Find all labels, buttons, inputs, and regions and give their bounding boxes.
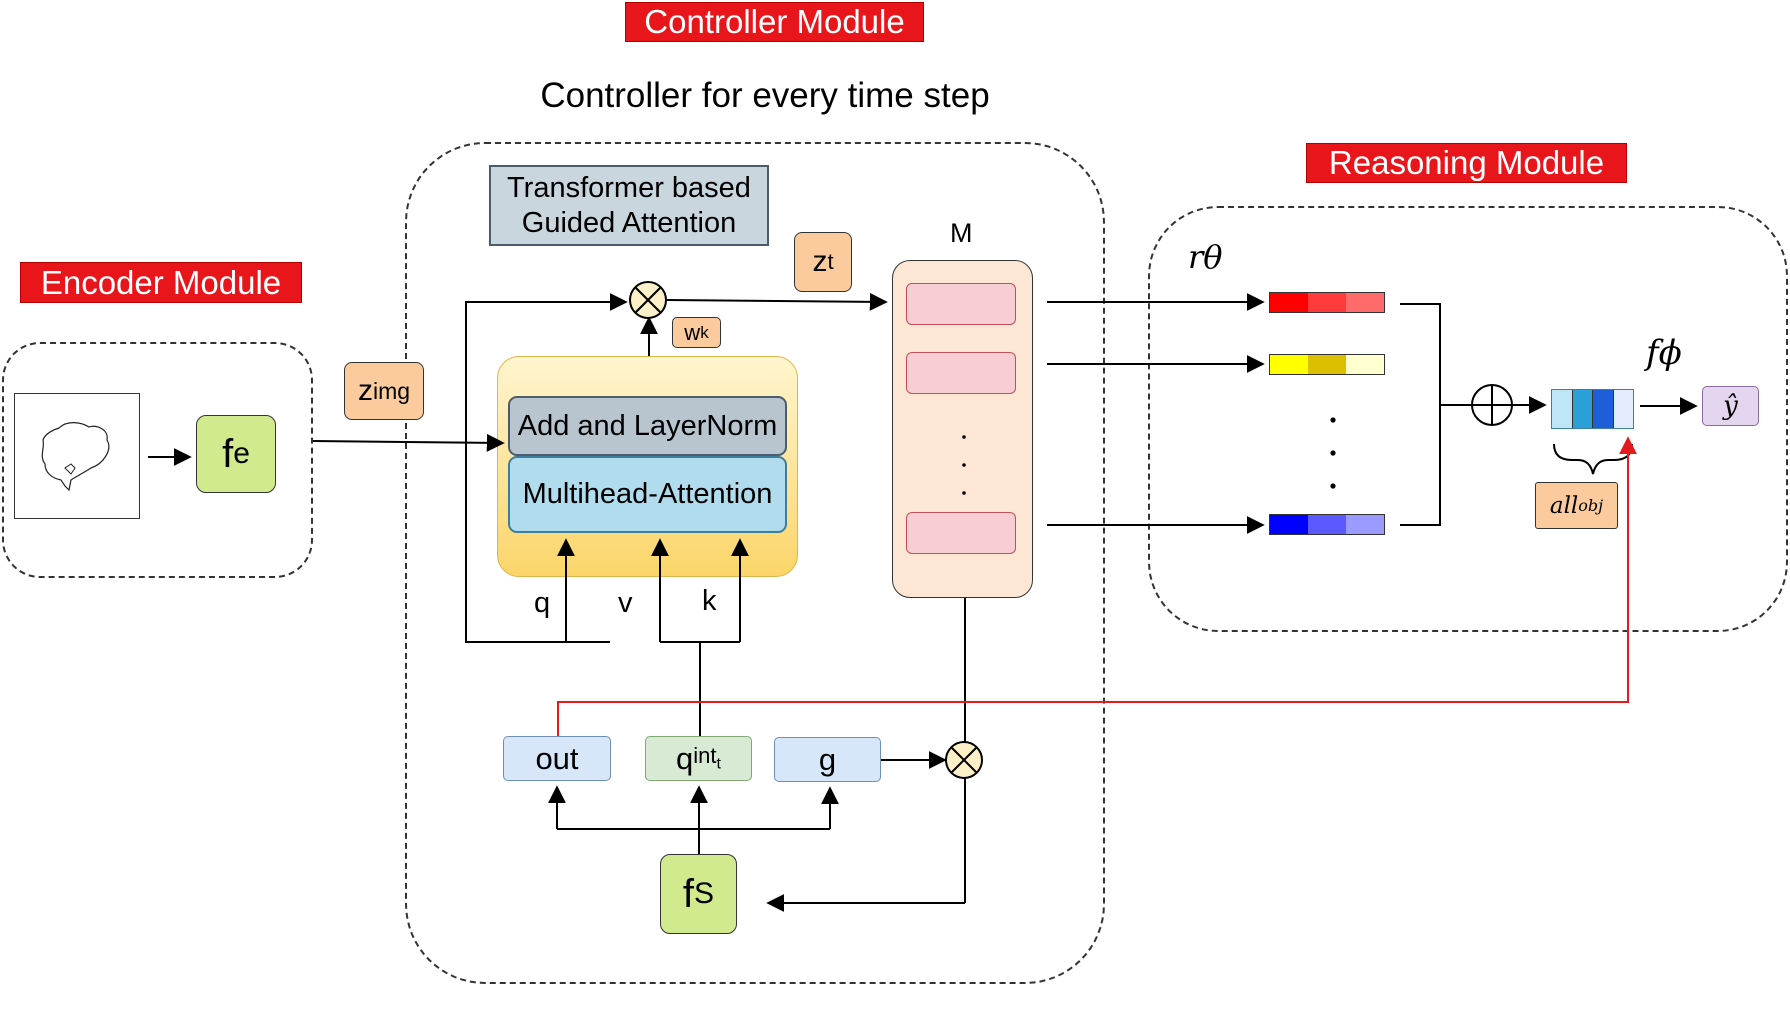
vector-combined [1551, 389, 1634, 429]
input-image [14, 393, 140, 519]
multihead-attention-box: Multihead-Attention [508, 456, 787, 533]
multiply-operator-top [629, 281, 667, 319]
v-label: v [618, 587, 633, 619]
encoder-module-label: Encoder Module [20, 262, 302, 303]
g-box: g [774, 737, 881, 782]
arrow-zimg-to-attention [312, 433, 505, 452]
loop-q-to-multiply [465, 293, 628, 643]
ellipsis-dots [962, 417, 1336, 495]
vector-yellow [1269, 354, 1385, 375]
encoder-container [2, 342, 313, 578]
vector-red [1269, 292, 1385, 313]
sum-operator [1471, 384, 1513, 426]
all-obj-brace [1553, 443, 1633, 475]
k-label: k [702, 585, 717, 617]
memory-slot [906, 512, 1016, 554]
y-hat-output: ŷ [1702, 386, 1759, 426]
controller-module-label: Controller Module [625, 2, 924, 42]
memory-slot [906, 283, 1016, 325]
add-layernorm-box: Add and LayerNorm [508, 396, 787, 456]
red-out-to-combined [557, 436, 1637, 736]
reasoning-module-label: Reasoning Module [1306, 143, 1627, 183]
memory-label: M [950, 218, 973, 248]
controller-container [405, 142, 1105, 984]
r-theta-label: rθ [1188, 238, 1223, 276]
transformer-label: Transformer based Guided Attention [489, 165, 769, 246]
f-phi-label: fϕ [1646, 333, 1682, 373]
memory-slot [906, 352, 1016, 394]
arrow-zt-to-memory [666, 292, 888, 311]
q-label: q [534, 587, 551, 619]
object-sketch-icon [41, 422, 110, 492]
multiply-operator-bottom [945, 741, 983, 779]
vectors-bracket [1400, 303, 1441, 526]
reasoning-container [1148, 206, 1788, 632]
out-box: out [503, 736, 611, 781]
controller-subtitle: Controller for every time step [540, 76, 990, 115]
vector-blue [1269, 514, 1385, 535]
